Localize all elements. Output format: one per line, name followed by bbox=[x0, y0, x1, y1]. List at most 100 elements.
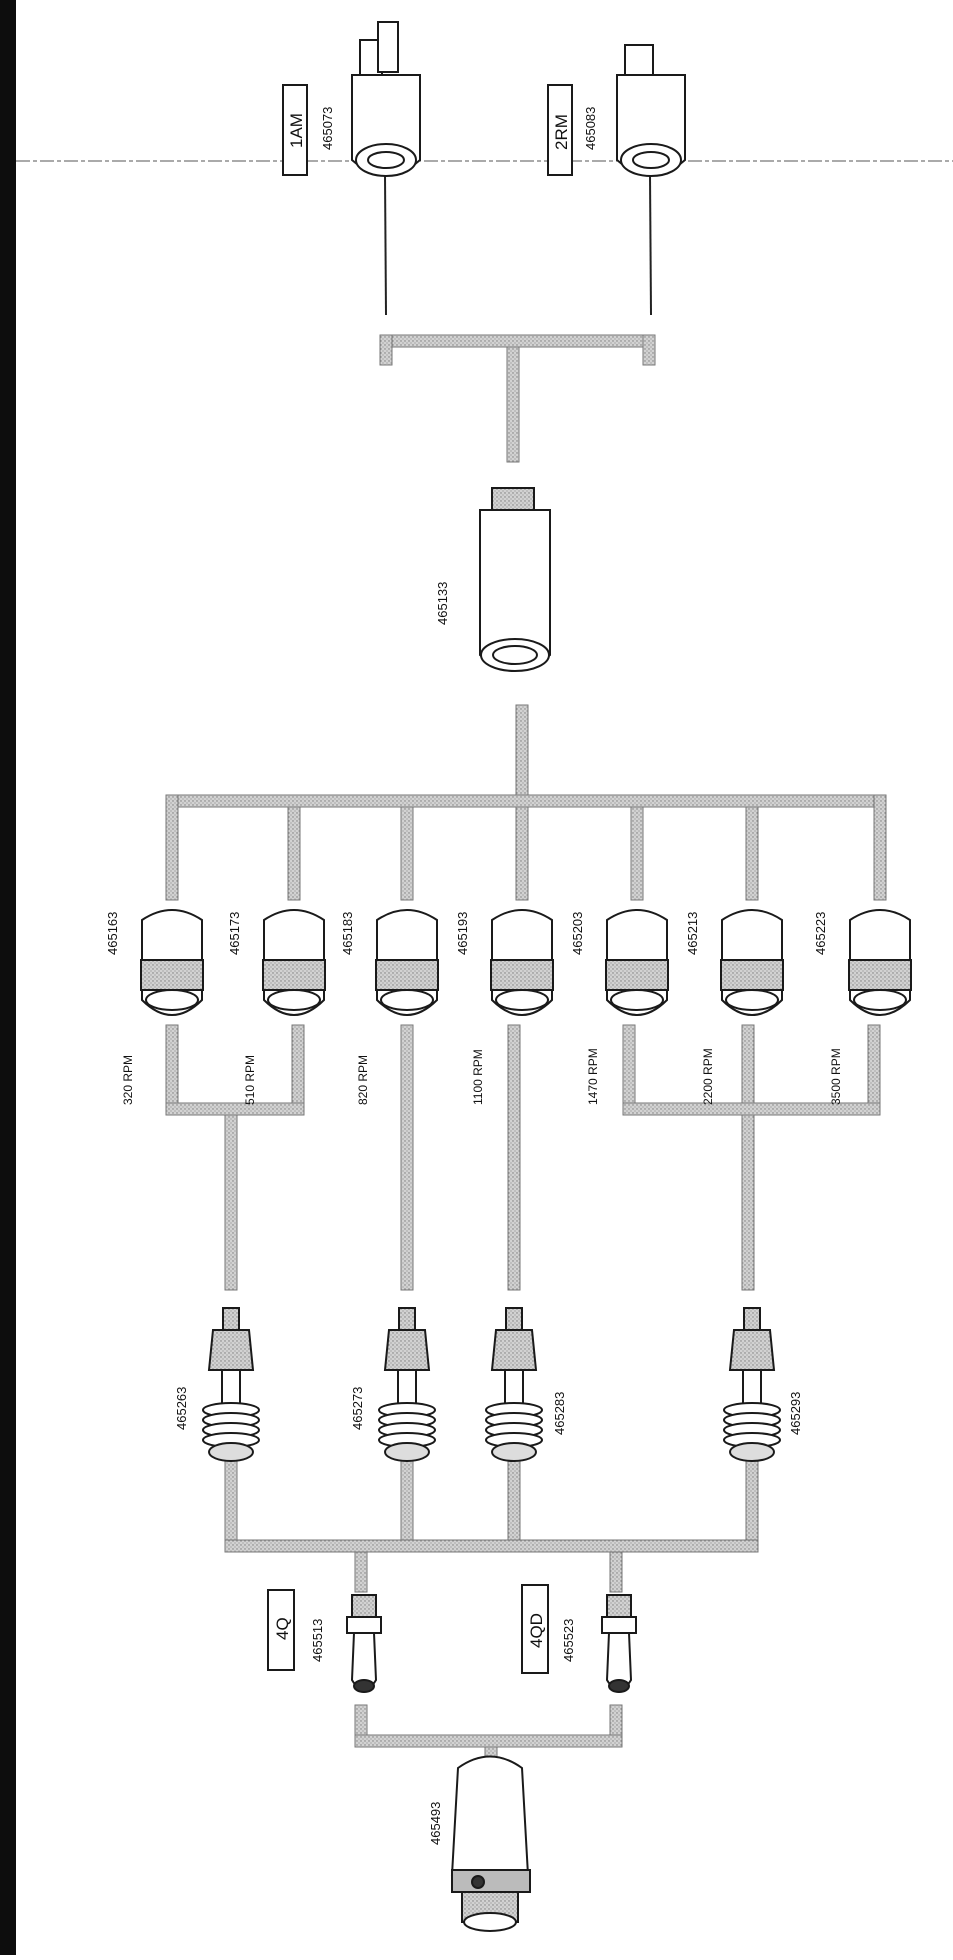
gearbox-body bbox=[263, 909, 325, 966]
part-465263: 465263 bbox=[174, 1387, 189, 1430]
connector bbox=[400, 1024, 414, 1291]
gearbox-face bbox=[267, 989, 321, 1011]
label-2rm-code: 2RM bbox=[552, 114, 571, 150]
spindle-tip bbox=[505, 1307, 523, 1331]
part-465223: 465223 bbox=[813, 912, 828, 955]
connector bbox=[224, 1539, 759, 1553]
adapter-body bbox=[450, 1755, 530, 1876]
motor-1am bbox=[351, 21, 421, 177]
gearbox-465203 bbox=[605, 909, 669, 1016]
housing-face-inner bbox=[492, 645, 538, 665]
gearbox-gear bbox=[605, 959, 669, 991]
part-465163: 465163 bbox=[105, 912, 120, 955]
spindle-head bbox=[383, 1329, 431, 1371]
part-465493: 465493 bbox=[428, 1802, 443, 1845]
connector bbox=[291, 1024, 305, 1116]
connector bbox=[165, 794, 887, 808]
part-465283: 465283 bbox=[552, 1392, 567, 1435]
label-1am-code: 1AM bbox=[287, 113, 306, 148]
gearbox-gear bbox=[490, 959, 554, 991]
spindle-face bbox=[491, 1442, 537, 1462]
connector bbox=[354, 1551, 368, 1593]
motor-wire bbox=[384, 174, 387, 316]
gearbox-face bbox=[725, 989, 779, 1011]
spindle-shaft bbox=[742, 1369, 762, 1406]
label-2rm-box: 2RM bbox=[547, 84, 573, 176]
gearbox-face bbox=[145, 989, 199, 1011]
connector bbox=[745, 1459, 759, 1551]
gearbox-body bbox=[849, 909, 911, 966]
connector bbox=[741, 1114, 755, 1291]
part-465523: 465523 bbox=[561, 1619, 576, 1662]
spindle-head bbox=[490, 1329, 538, 1371]
connector bbox=[400, 1459, 414, 1551]
adapter-collar bbox=[451, 1869, 531, 1893]
gearbox-body bbox=[491, 909, 553, 966]
gearbox-face bbox=[610, 989, 664, 1011]
motor-2rm bbox=[616, 44, 686, 177]
gearbox-gear bbox=[140, 959, 204, 991]
gearbox-body bbox=[376, 909, 438, 966]
gearbox-body bbox=[721, 909, 783, 966]
adapter-screw bbox=[471, 1875, 485, 1889]
connector bbox=[873, 794, 887, 901]
gearbox-gear bbox=[720, 959, 784, 991]
connector bbox=[354, 1734, 623, 1748]
connector bbox=[400, 806, 414, 901]
spindle-head bbox=[207, 1329, 255, 1371]
connector bbox=[642, 334, 656, 366]
spindle-face bbox=[208, 1442, 254, 1462]
motor-face-inner bbox=[632, 151, 670, 169]
connector bbox=[287, 806, 301, 901]
rpm-label: 1100 RPM bbox=[471, 1049, 485, 1105]
spindle-shaft bbox=[397, 1369, 417, 1406]
gearbox-465173 bbox=[262, 909, 326, 1016]
motor-plug bbox=[377, 21, 399, 73]
connector bbox=[379, 334, 651, 348]
gearbox-face bbox=[853, 989, 907, 1011]
spindle-shaft bbox=[504, 1369, 524, 1406]
left-border-bar bbox=[0, 0, 16, 1955]
rpm-label: 510 RPM bbox=[243, 1055, 257, 1105]
rpm-label: 820 RPM bbox=[356, 1055, 370, 1105]
gearbox-465223 bbox=[848, 909, 912, 1016]
adapter-face bbox=[463, 1912, 517, 1932]
rpm-label: 3500 RPM bbox=[829, 1048, 843, 1105]
spindle-tip bbox=[398, 1307, 416, 1331]
part-465273: 465273 bbox=[350, 1387, 365, 1430]
spindle-465283 bbox=[485, 1307, 543, 1462]
label-4q-box: 4Q bbox=[267, 1589, 295, 1671]
label-1am-box: 1AM bbox=[282, 84, 308, 176]
connector bbox=[507, 1024, 521, 1291]
connector bbox=[515, 806, 529, 901]
rpm-label: 1470 RPM bbox=[586, 1048, 600, 1105]
housing-thread bbox=[491, 487, 535, 511]
gearbox-465163 bbox=[140, 909, 204, 1016]
connector bbox=[515, 704, 529, 796]
motor-plug bbox=[624, 44, 654, 76]
spindle-465263 bbox=[202, 1307, 260, 1462]
connector bbox=[165, 1102, 305, 1116]
connector bbox=[165, 794, 179, 901]
part-465513: 465513 bbox=[310, 1619, 325, 1662]
connector bbox=[224, 1114, 238, 1291]
connector bbox=[506, 346, 520, 463]
gearbox-465193 bbox=[490, 909, 554, 1016]
part-465213: 465213 bbox=[685, 912, 700, 955]
housing-465133 bbox=[479, 487, 551, 672]
spindle-465293 bbox=[723, 1307, 781, 1462]
spindle-head bbox=[728, 1329, 776, 1371]
gearbox-face bbox=[380, 989, 434, 1011]
connector bbox=[609, 1551, 623, 1593]
connector bbox=[741, 1024, 755, 1116]
part-465073: 465073 bbox=[320, 107, 335, 150]
spindle-face bbox=[384, 1442, 430, 1462]
connector bbox=[745, 806, 759, 901]
gearbox-face bbox=[495, 989, 549, 1011]
motor-wire bbox=[649, 174, 652, 316]
connector bbox=[867, 1024, 881, 1116]
label-4qd-code: 4QD bbox=[527, 1613, 546, 1648]
